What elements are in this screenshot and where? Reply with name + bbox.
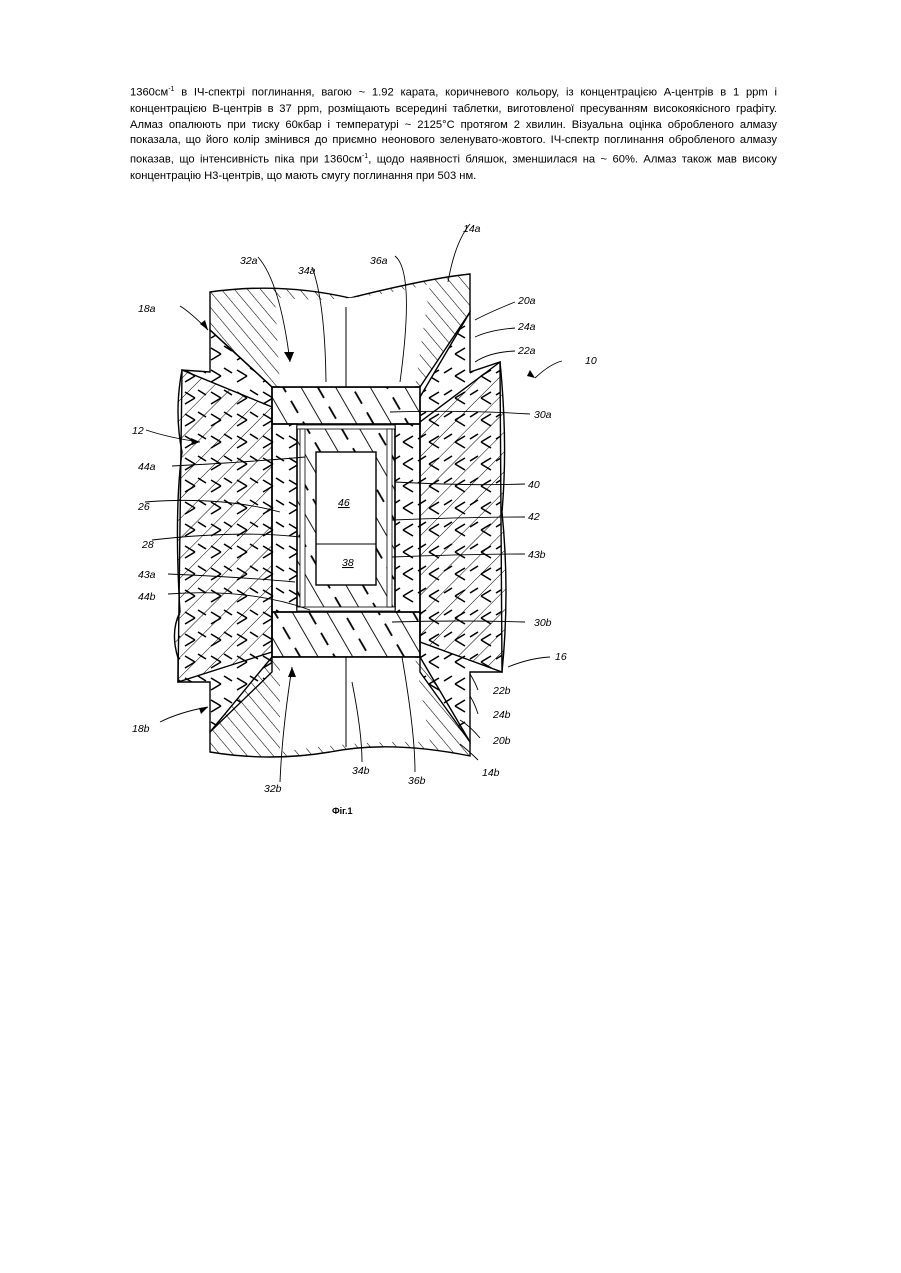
label-44b: 44b xyxy=(138,591,156,603)
label-32b: 32b xyxy=(264,783,282,795)
label-10: 10 xyxy=(585,355,597,367)
label-20b: 20b xyxy=(492,735,511,747)
label-40: 40 xyxy=(528,479,540,491)
label-18a: 18a xyxy=(138,303,156,315)
patent-figure: 14a 32a 34a 36a 18a 20a 24a 22a 10 30a 1… xyxy=(130,212,600,824)
label-38: 38 xyxy=(342,557,354,569)
label-12: 12 xyxy=(132,425,144,437)
right-sleeve xyxy=(395,424,420,612)
label-30b: 30b xyxy=(534,617,552,629)
upper-plug xyxy=(272,387,420,424)
body-paragraph: 1360см-1 в ІЧ-спектрі поглинання, вагою … xyxy=(130,82,777,185)
label-22a: 22a xyxy=(517,345,536,357)
lower-plug xyxy=(272,612,420,657)
label-20a: 20a xyxy=(517,295,536,307)
label-18b: 18b xyxy=(132,723,150,735)
label-43a: 43a xyxy=(138,569,156,581)
label-34a: 34a xyxy=(298,265,316,277)
figure-drawing: 14a 32a 34a 36a 18a 20a 24a 22a 10 30a 1… xyxy=(130,212,600,824)
label-16: 16 xyxy=(555,651,567,663)
label-43b: 43b xyxy=(528,549,546,561)
label-42: 42 xyxy=(528,511,540,523)
label-26: 26 xyxy=(137,501,150,513)
lower-anvil-face xyxy=(280,657,430,752)
gasket-left xyxy=(178,330,272,732)
label-30a: 30a xyxy=(534,409,552,421)
label-34b: 34b xyxy=(352,765,370,777)
label-14b: 14b xyxy=(482,767,500,779)
paragraph-text-1: 1360см xyxy=(130,87,168,99)
label-24a: 24a xyxy=(517,321,536,333)
label-24b: 24b xyxy=(492,709,511,721)
label-44a: 44a xyxy=(138,461,156,473)
label-22b: 22b xyxy=(492,685,511,697)
figure-caption: Фіг.1 xyxy=(332,806,353,816)
label-28: 28 xyxy=(141,539,154,551)
label-32a: 32a xyxy=(240,255,258,267)
label-14a: 14a xyxy=(463,223,481,235)
label-36a: 36a xyxy=(370,255,388,267)
left-sleeve xyxy=(272,424,297,612)
label-36b: 36b xyxy=(408,775,426,787)
label-46: 46 xyxy=(338,497,350,509)
